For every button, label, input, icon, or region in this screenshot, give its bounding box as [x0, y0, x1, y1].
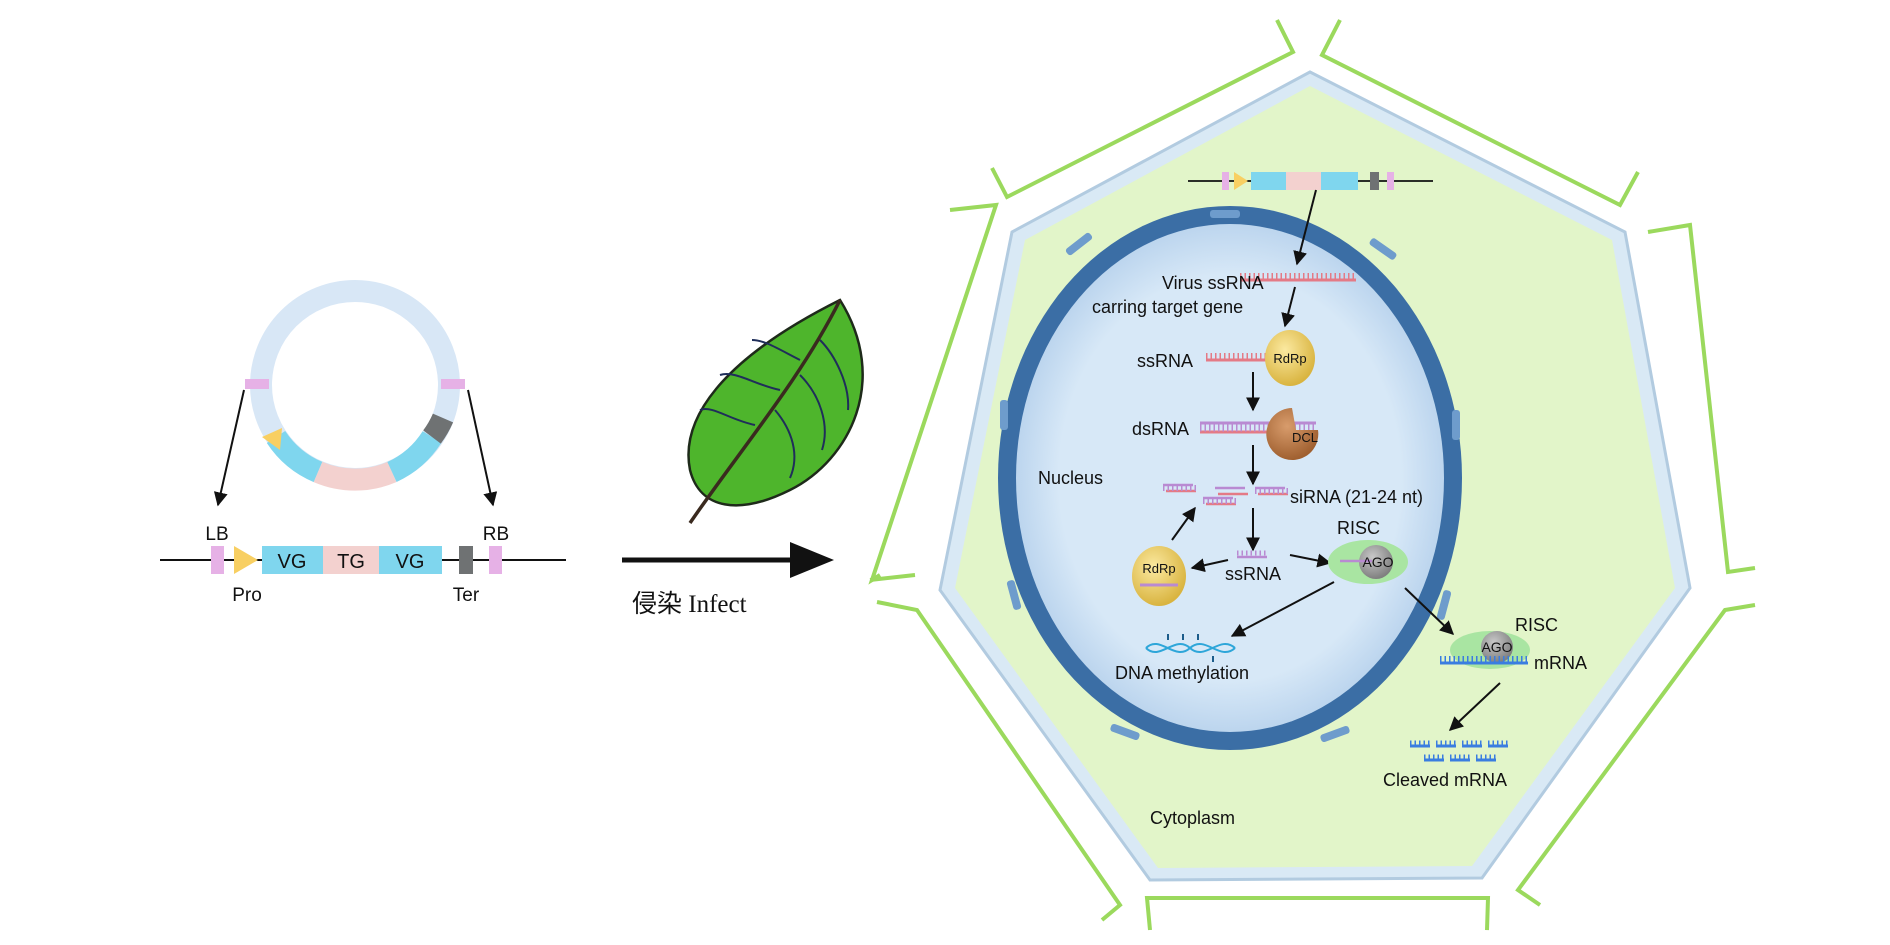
cytoplasm-construct	[1188, 172, 1433, 190]
tg-box	[323, 546, 379, 574]
plasmid-lb-mark	[245, 379, 269, 389]
infect-arrow: 侵染 Infect	[622, 542, 834, 618]
vg-right-label: VG	[396, 551, 425, 573]
carring-target-gene-label: carring target gene	[1092, 297, 1243, 317]
rdrp-enzyme-bottom	[1132, 546, 1186, 606]
envelope-pores	[1000, 210, 1460, 743]
arrow-ssrna-to-rdrp	[1190, 558, 1229, 573]
arrow-lb	[213, 389, 245, 507]
leaf-vein	[719, 373, 781, 391]
infect-label: 侵染 Infect	[632, 590, 747, 618]
tg-label: TG	[337, 551, 365, 573]
arrow-to-rdrp	[1281, 286, 1296, 328]
sirna-label: siRNA (21-24 nt)	[1290, 487, 1423, 507]
dcl-label: DCL	[1292, 430, 1318, 445]
dsrna-label: dsRNA	[1132, 419, 1189, 439]
cleaved-mrna-label: Cleaved mRNA	[1383, 770, 1507, 790]
cytoplasm-label: Cytoplasm	[1150, 808, 1235, 828]
risc-label-nucleus: RISC	[1337, 518, 1380, 538]
leaf-midrib	[688, 299, 842, 524]
nucleus-label: Nucleus	[1038, 468, 1103, 488]
ago-label-cytoplasm: AGO	[1481, 639, 1512, 655]
virus-ssrna-strand	[1240, 273, 1356, 282]
plasmid-promoter-mark	[262, 428, 282, 450]
ssrna-label-bottom: ssRNA	[1225, 564, 1281, 584]
plant-cell: Virus ssRNA carring target gene ssRNA Rd…	[868, 19, 1756, 931]
rdrp-label-top: RdRp	[1273, 351, 1306, 366]
leaf-vein	[819, 339, 850, 411]
pro-label: Pro	[232, 585, 262, 606]
dna-helix-icon	[1145, 634, 1236, 662]
promoter-triangle	[234, 546, 258, 574]
cell-wall	[868, 19, 1756, 931]
lb-box	[211, 546, 224, 574]
arrow-rdrp-to-sirna	[1171, 506, 1196, 541]
virus-ssrna-label: Virus ssRNA	[1162, 273, 1264, 293]
leaf-vein	[751, 339, 801, 361]
rdrp-label-bottom: RdRp	[1142, 561, 1175, 576]
leaf	[687, 298, 864, 524]
vg-right-box	[379, 546, 442, 574]
ssrna-strand-bottom	[1237, 550, 1267, 559]
arrow-risc-to-mrna	[1404, 587, 1455, 635]
ago-label-nucleus: AGO	[1362, 554, 1393, 570]
ago-protein-nucleus	[1359, 545, 1393, 579]
ter-box	[459, 546, 473, 574]
ssrna-label-top: ssRNA	[1137, 351, 1193, 371]
rdrp-enzyme-top	[1265, 330, 1315, 386]
mrna-label: mRNA	[1534, 653, 1587, 673]
leaf-vein	[774, 409, 796, 479]
rb-box	[489, 546, 502, 574]
lb-label: LB	[205, 524, 228, 545]
cleaved-mrna-fragments	[1410, 740, 1508, 762]
arrow-rb	[467, 389, 498, 507]
ter-label: Ter	[453, 585, 480, 606]
leaf-vein	[799, 374, 826, 451]
dcl-enzyme	[1266, 408, 1319, 460]
rb-label: RB	[483, 524, 509, 545]
plasmid-tg-segment	[313, 461, 397, 491]
sirna-fragments	[1163, 483, 1288, 506]
leaf-vein	[699, 408, 756, 426]
plasmid-vg-right-segment	[387, 430, 442, 482]
mrna-strand	[1440, 656, 1528, 665]
arrow-risc-to-methylation	[1230, 581, 1335, 637]
arrow-mrna-to-cleaved	[1448, 682, 1501, 731]
plasmid-vg-left-segment	[266, 430, 323, 483]
plasmid-panel: VG TG VG LB RB Pro Ter	[160, 280, 566, 606]
ago-protein-cytoplasm	[1481, 631, 1513, 663]
arrow-construct-to-ssrna	[1293, 189, 1317, 266]
nucleus	[1016, 224, 1444, 732]
plasmid-rb-mark	[441, 379, 465, 389]
plasmid-ter-segment	[423, 413, 454, 444]
arrow-ssrna-to-risc	[1289, 553, 1332, 568]
vg-left-box	[262, 546, 323, 574]
risc-label-cytoplasm: RISC	[1515, 615, 1558, 635]
dna-methylation-label: DNA methylation	[1115, 663, 1249, 683]
vg-left-label: VG	[278, 551, 307, 573]
